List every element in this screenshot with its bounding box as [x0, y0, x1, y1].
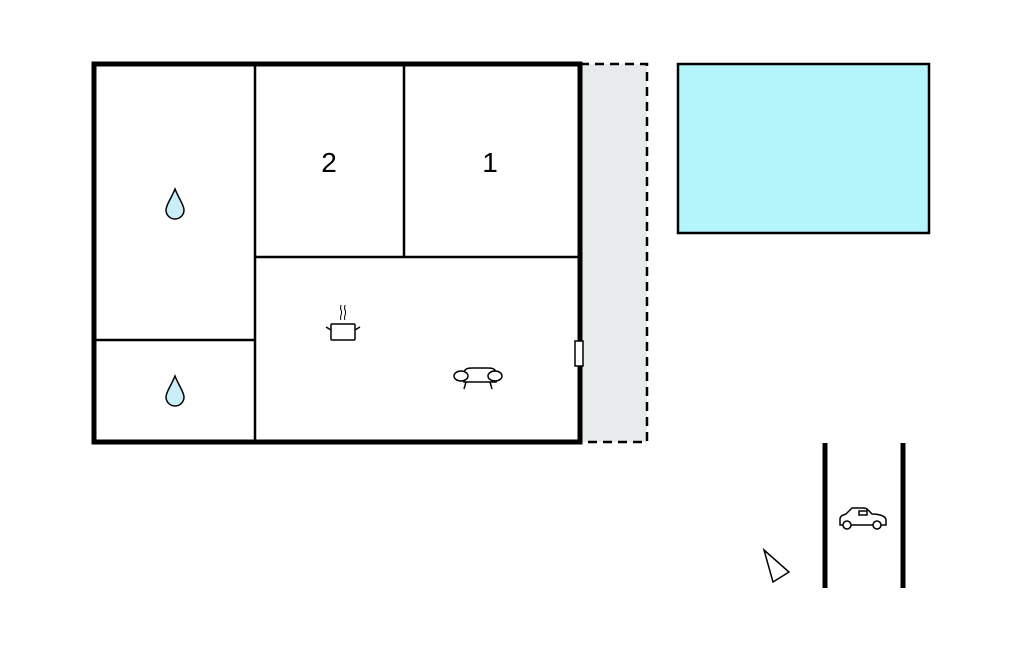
terrace [580, 64, 647, 442]
north-arrow-icon [762, 547, 791, 584]
room-label-2: 2 [321, 147, 337, 178]
sofa-icon [453, 367, 503, 390]
parking-lines [822, 443, 906, 588]
house-outer-wall [91, 61, 583, 445]
interior-walls [94, 64, 580, 442]
pool [676, 62, 931, 235]
door [574, 340, 584, 367]
bathroom-drop-icon [165, 186, 185, 220]
car-icon [839, 507, 887, 530]
room-label-1: 1 [482, 147, 498, 178]
terrace-dashed-border [580, 62, 649, 444]
kitchen-pot-icon [325, 304, 361, 341]
bathroom-drop-icon [165, 373, 185, 407]
